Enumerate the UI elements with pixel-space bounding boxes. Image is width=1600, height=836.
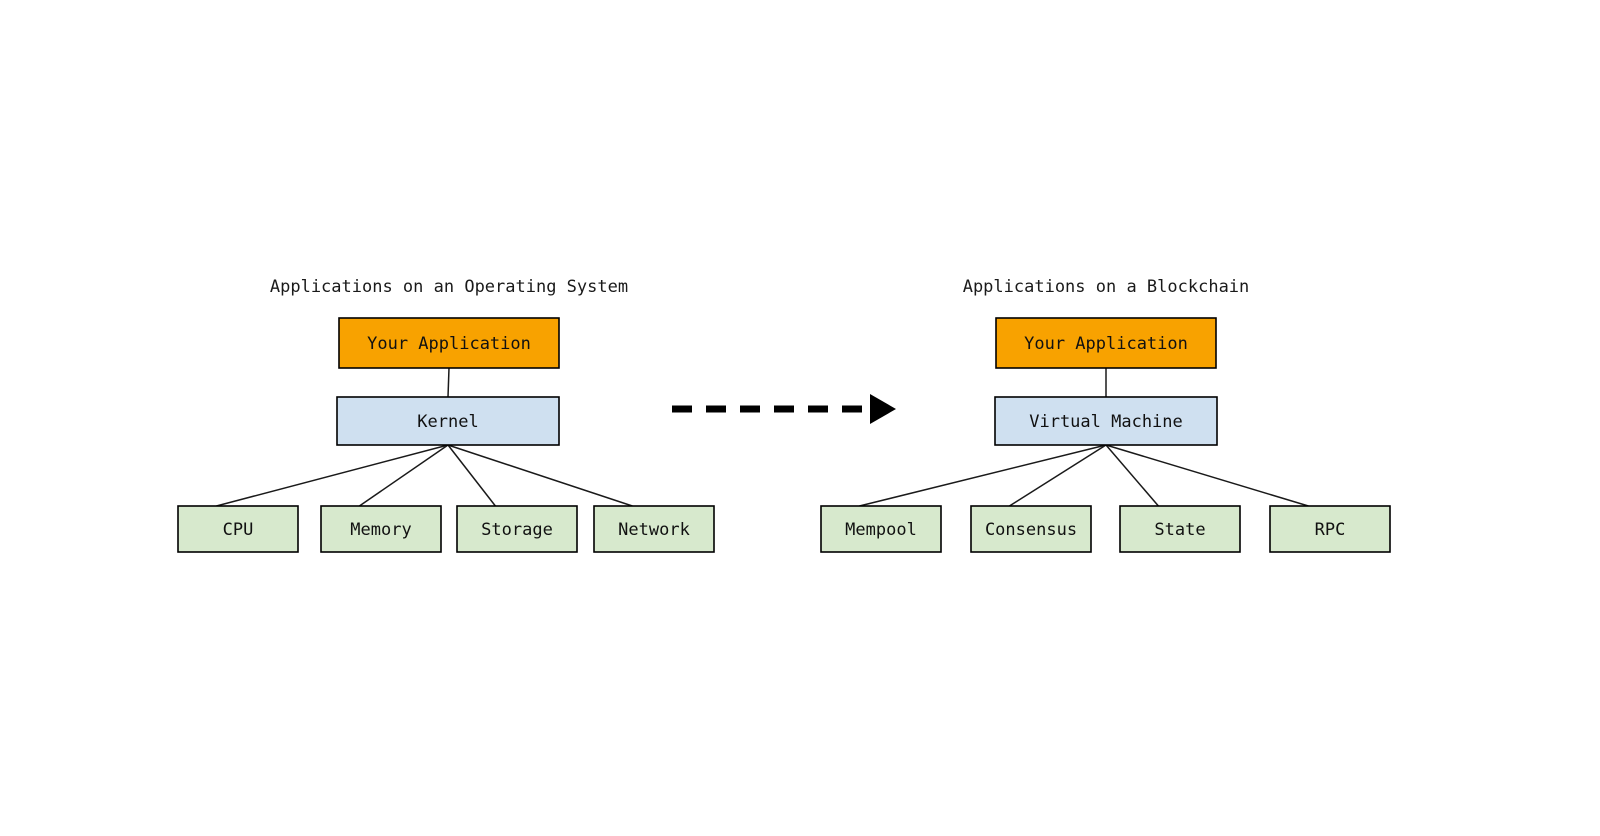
node-leaf-operating-system-0[interactable]: CPU (177, 505, 299, 553)
node-leaf-blockchain-1-label: Consensus (985, 520, 1077, 540)
node-layer-operating-system[interactable]: Kernel (336, 396, 560, 446)
group-title-blockchain: Applications on a Blockchain (963, 277, 1250, 297)
node-leaf-blockchain-2-label: State (1154, 520, 1205, 540)
node-leaf-operating-system-1-rect[interactable] (320, 505, 442, 553)
edge-layer-to-leaf-operating-system-0 (216, 444, 449, 507)
transition-arrow-head (870, 394, 896, 424)
edge-layer-to-leaf-blockchain-2 (1105, 444, 1159, 507)
node-layer-blockchain-label: Virtual Machine (1029, 412, 1183, 432)
node-leaf-operating-system-0-label: CPU (223, 520, 254, 540)
node-leaf-blockchain-0[interactable]: Mempool (820, 505, 942, 553)
node-leaf-operating-system-3-label: Network (618, 520, 690, 540)
node-leaf-blockchain-3[interactable]: RPC (1269, 505, 1391, 553)
node-leaf-blockchain-2-rect[interactable] (1119, 505, 1241, 553)
node-layer-operating-system-label: Kernel (417, 412, 478, 432)
titles-layer: Applications on an Operating System Appli… (270, 277, 1249, 297)
edge-layer-to-leaf-blockchain-1 (1008, 444, 1107, 507)
node-leaf-blockchain-0-label: Mempool (845, 520, 917, 540)
node-leaf-operating-system-1-label: Memory (350, 520, 411, 540)
edge-layer-to-leaf-operating-system-3 (447, 444, 633, 507)
node-leaf-operating-system-2-label: Storage (481, 520, 553, 540)
group-title-operating-system: Applications on an Operating System (270, 277, 628, 297)
node-leaf-blockchain-3-rect[interactable] (1269, 505, 1391, 553)
node-application-blockchain[interactable]: Your Application (995, 317, 1217, 369)
node-application-operating-system[interactable]: Your Application (338, 317, 560, 369)
node-layer-blockchain-rect[interactable] (994, 396, 1218, 446)
node-layer-operating-system-rect[interactable] (336, 396, 560, 446)
node-leaf-operating-system-2[interactable]: Storage (456, 505, 578, 553)
node-leaf-operating-system-3-rect[interactable] (593, 505, 715, 553)
node-leaf-operating-system-2-rect[interactable] (456, 505, 578, 553)
edge-layer-to-leaf-blockchain-3 (1105, 444, 1309, 507)
node-leaf-operating-system-0-rect[interactable] (177, 505, 299, 553)
node-leaf-blockchain-1[interactable]: Consensus (970, 505, 1092, 553)
node-application-blockchain-label: Your Application (1024, 334, 1188, 354)
node-leaf-blockchain-1-rect[interactable] (970, 505, 1092, 553)
node-layer-blockchain[interactable]: Virtual Machine (994, 396, 1218, 446)
node-leaf-blockchain-2[interactable]: State (1119, 505, 1241, 553)
node-leaf-blockchain-0-rect[interactable] (820, 505, 942, 553)
node-application-operating-system-label: Your Application (367, 334, 531, 354)
node-application-operating-system-rect[interactable] (338, 317, 560, 369)
transition-arrow (672, 394, 896, 424)
node-leaf-blockchain-3-label: RPC (1315, 520, 1346, 540)
edge-layer-to-leaf-operating-system-1 (358, 444, 449, 507)
edges-layer (216, 367, 1309, 507)
node-leaf-operating-system-3[interactable]: Network (593, 505, 715, 553)
node-leaf-operating-system-1[interactable]: Memory (320, 505, 442, 553)
edge-app-to-layer-operating-system (447, 367, 450, 398)
node-application-blockchain-rect[interactable] (995, 317, 1217, 369)
edge-layer-to-leaf-operating-system-2 (447, 444, 496, 507)
edge-layer-to-leaf-blockchain-0 (859, 444, 1107, 507)
